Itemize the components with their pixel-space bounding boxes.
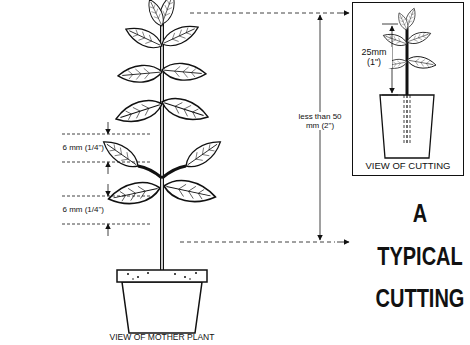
mother-plant: [99, 0, 225, 333]
dimension-label: 6 mm (1/4"): [40, 205, 104, 214]
view-caption: VIEW OF MOTHER PLANT: [82, 333, 242, 343]
dimension-label: less than 50 mm (2"): [298, 112, 342, 130]
inset-box: 25mm (1") VIEW OF CUTTING: [352, 2, 464, 176]
dimension-label: 6 mm (1/4"): [40, 143, 104, 152]
dimension-lines: [180, 13, 349, 242]
dimension-lines: [62, 122, 150, 236]
title: A TYPICAL CUTTING: [372, 192, 468, 320]
cutting: [380, 7, 437, 158]
view-caption: VIEW OF CUTTING: [355, 161, 461, 172]
dimension-label: 25mm (1"): [356, 47, 392, 68]
